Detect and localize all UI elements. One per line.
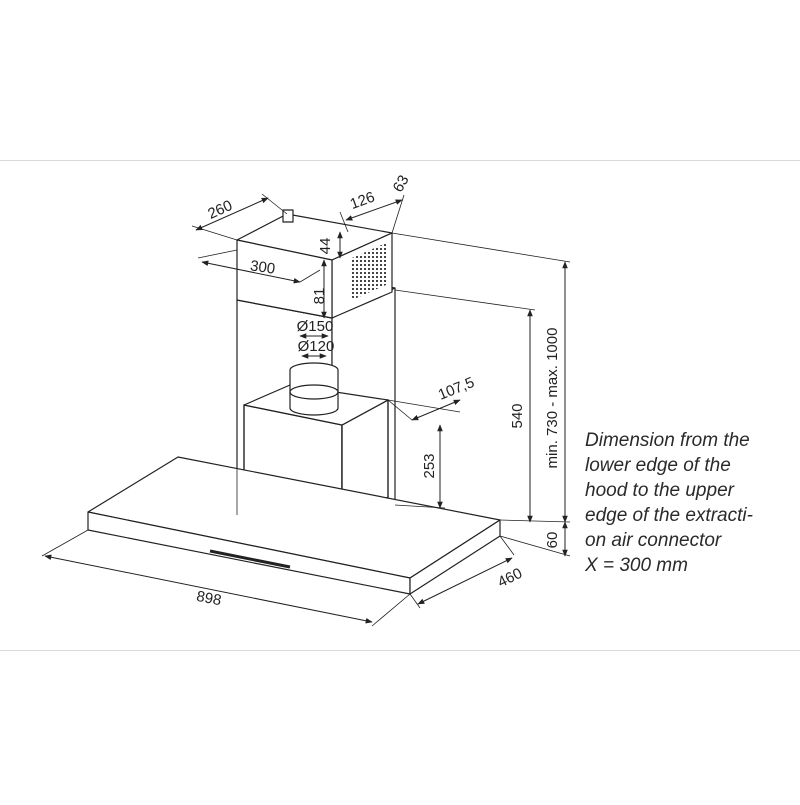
note-line: on air connector <box>585 530 722 551</box>
dim-hood-width: 898 <box>195 588 223 609</box>
connector-body <box>289 370 339 416</box>
dim-dia-150: Ø150 <box>297 318 334 335</box>
dim-height-range: min. 730 - max. 1000 <box>544 328 561 469</box>
note-line: lower edge of the <box>585 455 731 476</box>
dim-height-60: 60 <box>544 532 561 549</box>
dim-top-width: 300 <box>249 257 276 277</box>
note-line: edge of the extracti- <box>585 505 753 526</box>
dim-height-81: 81 <box>311 288 328 305</box>
dim-hood-depth: 460 <box>495 565 525 591</box>
bottom-frame-line <box>0 650 800 651</box>
dim-height-44: 44 <box>317 238 334 255</box>
bracket-tab <box>282 209 294 223</box>
dimension-lines <box>44 197 568 624</box>
dim-height-253: 253 <box>421 453 438 478</box>
top-frame-line <box>0 160 800 161</box>
dim-offset-126: 126 <box>348 189 377 214</box>
extension-lines <box>41 193 571 627</box>
dim-top-depth: 260 <box>205 197 235 223</box>
note-line: X = 300 mm <box>585 555 688 576</box>
dim-offset-107: 107,5 <box>436 374 477 404</box>
dim-dia-120: Ø120 <box>298 338 335 355</box>
connector-ring <box>289 384 339 400</box>
vent-grille <box>352 243 386 300</box>
dimension-note: Dimension from the lower edge of the hoo… <box>585 428 797 578</box>
dim-offset-63: 63 <box>390 172 413 195</box>
note-line: hood to the upper <box>585 480 734 501</box>
dim-height-540: 540 <box>509 403 526 428</box>
hood-geometry <box>87 209 501 595</box>
note-line: Dimension from the <box>585 430 750 451</box>
